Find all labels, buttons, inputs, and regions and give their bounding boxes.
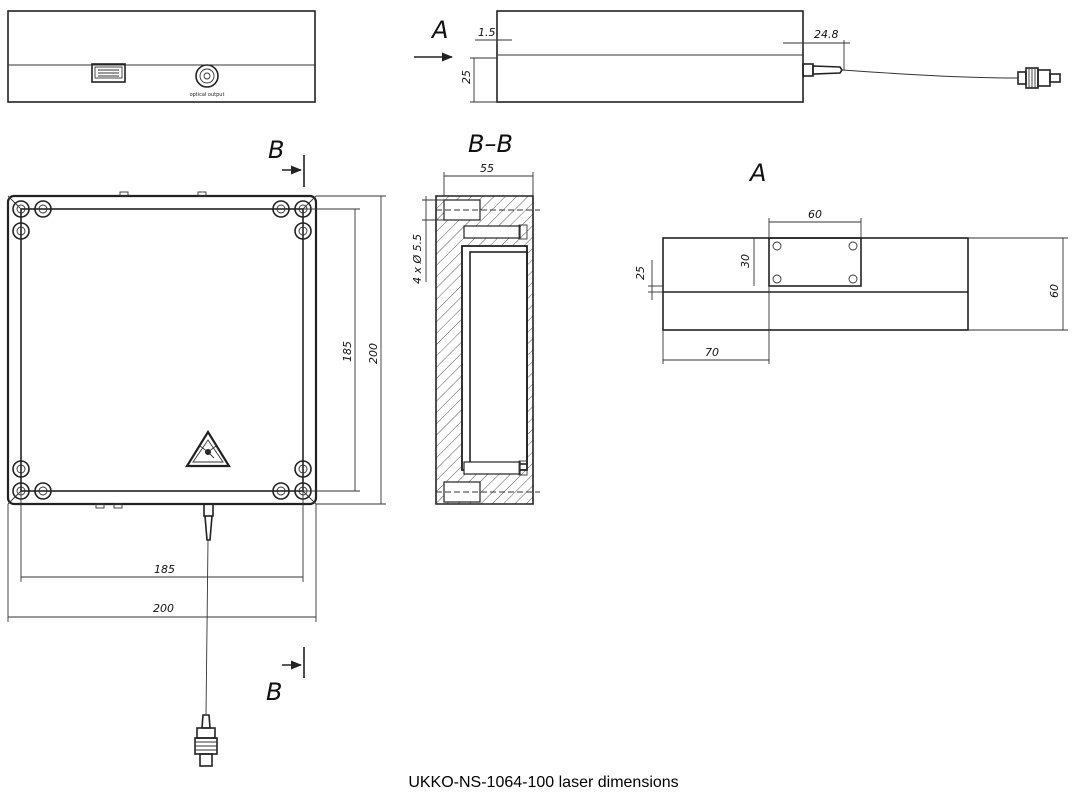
dim-a-plate-width: 60 [808,208,822,221]
view-a: A 60 30 25 60 70 [634,159,1068,364]
screw-icon [272,482,290,500]
dim-a-plate-offset: 25 [634,266,647,280]
section-top-label: B [268,136,284,164]
screw-icon [34,482,52,500]
laser-warning-icon [185,429,231,468]
dim-top-outer-height: 200 [367,343,380,364]
front-view: optical output [7,10,316,103]
dim-section-depth: 55 [480,162,494,175]
fiber-connector-icon [802,63,1061,89]
top-view: B B [6,136,386,767]
section-view-label: B–B [468,130,513,158]
dim-section-holes: 4 x Ø 5.5 [411,234,424,284]
dim-a-left-offset: 70 [705,346,719,359]
screw-icon [294,460,312,478]
screw-icon [12,460,30,478]
view-a-label: A [748,159,766,187]
screw-icon [294,222,312,240]
usb-connector-icon [91,63,126,83]
port-label: optical output [190,92,225,98]
dim-top-inner-height: 185 [341,341,354,362]
dim-a-height: 60 [1048,284,1061,298]
dim-side-ferrule: 24.8 [814,28,839,41]
screw-icon [12,222,30,240]
section-view: B–B 55 4 x Ø 5.5 [411,130,540,505]
screw-icon [34,200,52,218]
dim-a-plate-height: 30 [739,254,752,268]
screw-icon [12,200,30,218]
dim-top-inner-width: 185 [154,563,175,576]
dim-side-height: 25 [460,70,473,84]
fiber-cable-icon [194,503,218,767]
dimension-drawing: optical output A 1.5 25 24.8 [6,10,1068,767]
figure-caption: UKKO-NS-1064-100 laser dimensions [408,774,679,791]
optical-output-port-icon [195,64,219,88]
section-bottom-label: B [266,678,282,706]
side-view: A 1.5 25 24.8 [414,10,1061,103]
dim-side-gap: 1.5 [478,26,496,39]
screw-icon [272,200,290,218]
dim-top-outer-width: 200 [153,602,174,615]
view-a-arrow-label: A [430,16,448,44]
